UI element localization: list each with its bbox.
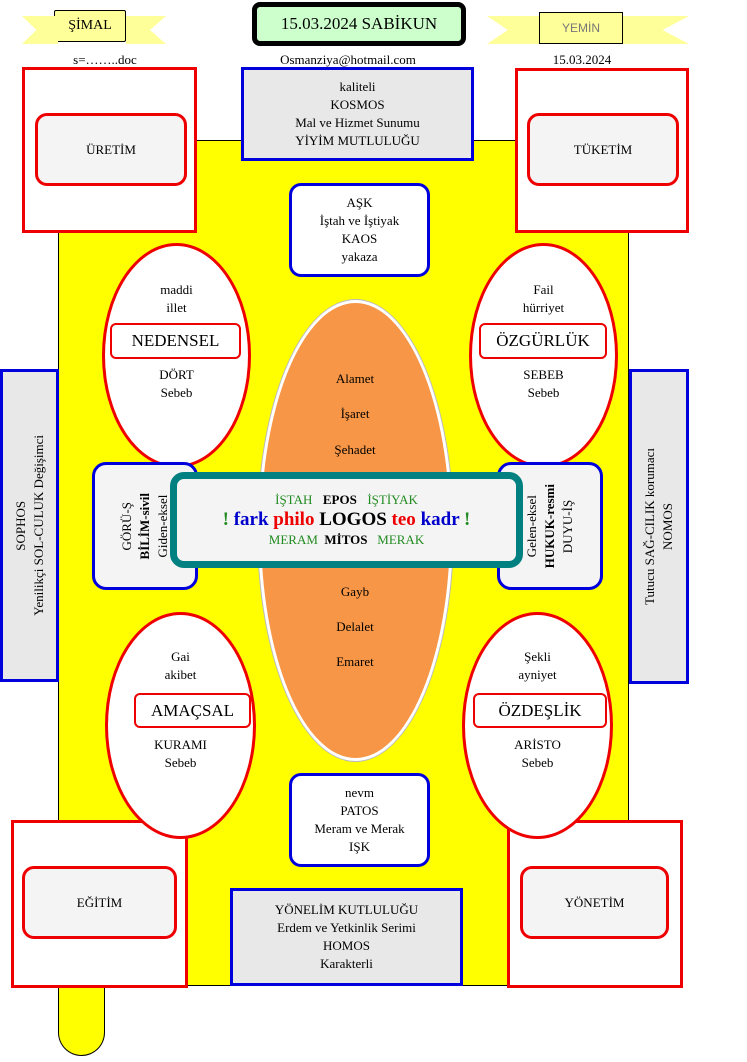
orange-text: Emaret xyxy=(336,654,374,669)
text: MERAK xyxy=(377,532,425,547)
orange-text: İşaret xyxy=(340,406,370,421)
banner-tail xyxy=(487,16,539,44)
text: NOMOS xyxy=(660,503,675,550)
text: Sebeb xyxy=(527,385,560,400)
banner-tail xyxy=(623,16,689,44)
left-banner-text: ŞİMAL xyxy=(68,18,112,33)
file-name: s=……..doc xyxy=(73,52,137,67)
text: PATOS xyxy=(340,803,379,818)
uretim-label: ÜRETİM xyxy=(86,141,136,157)
text: Gelen-eksel xyxy=(524,494,539,558)
text: Meram ve Merak xyxy=(314,821,405,836)
text: maddi xyxy=(160,282,193,297)
text: Sebeb xyxy=(521,755,554,770)
text: ! xyxy=(464,509,471,530)
text: MERAM xyxy=(268,532,318,547)
text: EPOS xyxy=(322,492,357,507)
text: GÖRÜ-Ş xyxy=(119,501,134,551)
orange-text: Delalet xyxy=(336,619,374,634)
ozdeslik-label: ÖZDEŞLİK xyxy=(473,693,607,728)
title-box: 15.03.2024 SABİKUN xyxy=(252,2,466,46)
text: Sebeb xyxy=(164,755,197,770)
text: Erdem ve Yetkinlik Serimi xyxy=(277,920,416,935)
yonetim-box: YÖNETİM xyxy=(520,866,669,939)
text: akibet xyxy=(164,667,197,682)
text: SOPHOS xyxy=(12,500,28,551)
text: kadr xyxy=(420,509,460,530)
text: DÖRT xyxy=(159,367,194,382)
text: İştah ve İştiyak xyxy=(319,213,400,228)
egitim-box: EĞİTİM xyxy=(22,866,177,939)
text: philo xyxy=(273,509,315,530)
logos-box: İŞTAH EPOS İŞTİYAK ! fark philo LOGOS te… xyxy=(170,472,523,568)
text: YİYİM MUTLULUĞU xyxy=(295,133,420,148)
text: İŞTİYAK xyxy=(367,492,418,507)
text: fark xyxy=(233,509,269,530)
text: BİLİM-sivil xyxy=(137,492,152,560)
text: nevm xyxy=(345,785,374,800)
orange-text: Şehadet xyxy=(334,442,376,457)
text: ARİSTO xyxy=(514,737,561,752)
text: LOGOS xyxy=(319,509,387,530)
uretim-box: ÜRETİM xyxy=(35,113,187,186)
text: illet xyxy=(166,300,187,315)
banner-tail xyxy=(126,16,166,44)
text: hürriyet xyxy=(522,300,565,315)
banner-tail xyxy=(22,16,58,44)
text: DUYU-İŞ xyxy=(560,499,575,553)
text: Sebeb xyxy=(160,385,193,400)
text: ! xyxy=(222,509,229,530)
text: KAOS xyxy=(341,231,378,246)
text: Mal ve Hizmet Sunumu xyxy=(295,115,420,130)
text: Yenilikçi SOL-CULUK Değişimci xyxy=(30,435,46,616)
text: MİTOS xyxy=(324,532,368,547)
text: HOMOS xyxy=(323,938,370,953)
text: IŞK xyxy=(349,839,370,854)
ozgurluk-label: ÖZGÜRLÜK xyxy=(479,323,607,359)
yonetim-label: YÖNETİM xyxy=(564,894,625,910)
text: teo xyxy=(391,509,416,530)
tuketim-label: TÜKETİM xyxy=(573,141,633,157)
title-text: 15.03.2024 SABİKUN xyxy=(280,14,438,33)
text: AŞK xyxy=(346,195,373,210)
text: KURAMI xyxy=(154,737,207,752)
tuketim-box: TÜKETİM xyxy=(527,113,679,186)
text: İŞTAH xyxy=(275,492,313,507)
orange-text: Alamet xyxy=(335,371,375,386)
orange-text: Gayb xyxy=(340,584,370,599)
text: Şekli xyxy=(524,649,551,664)
email: Osmanziya@hotmail.com xyxy=(280,52,416,67)
nedensel-label: NEDENSEL xyxy=(110,323,241,359)
text: SEBEB xyxy=(523,367,564,382)
date: 15.03.2024 xyxy=(552,52,612,67)
egitim-label: EĞİTİM xyxy=(76,894,123,910)
text: Karakterli xyxy=(320,956,373,971)
right-banner-text: YEMİN xyxy=(561,21,600,35)
text: YÖNELİM KUTLULUĞU xyxy=(274,902,419,917)
left-banner: ŞİMAL xyxy=(54,10,126,42)
text: Gai xyxy=(171,649,190,664)
text: ayniyet xyxy=(518,667,557,682)
text: Fail xyxy=(533,282,554,297)
homos-box: YÖNELİM KUTLULUĞU Erdem ve Yetkinlik Seri… xyxy=(230,888,463,986)
text: KOSMOS xyxy=(330,97,385,112)
text: kaliteli xyxy=(339,79,376,94)
text: HUKUK-resmi xyxy=(542,483,557,569)
text: yakaza xyxy=(341,249,378,264)
text: Tutucu SAĞ-CILIK korumacı xyxy=(642,448,657,605)
right-banner: YEMİN xyxy=(539,12,623,44)
amacsal-label: AMAÇSAL xyxy=(134,693,251,728)
